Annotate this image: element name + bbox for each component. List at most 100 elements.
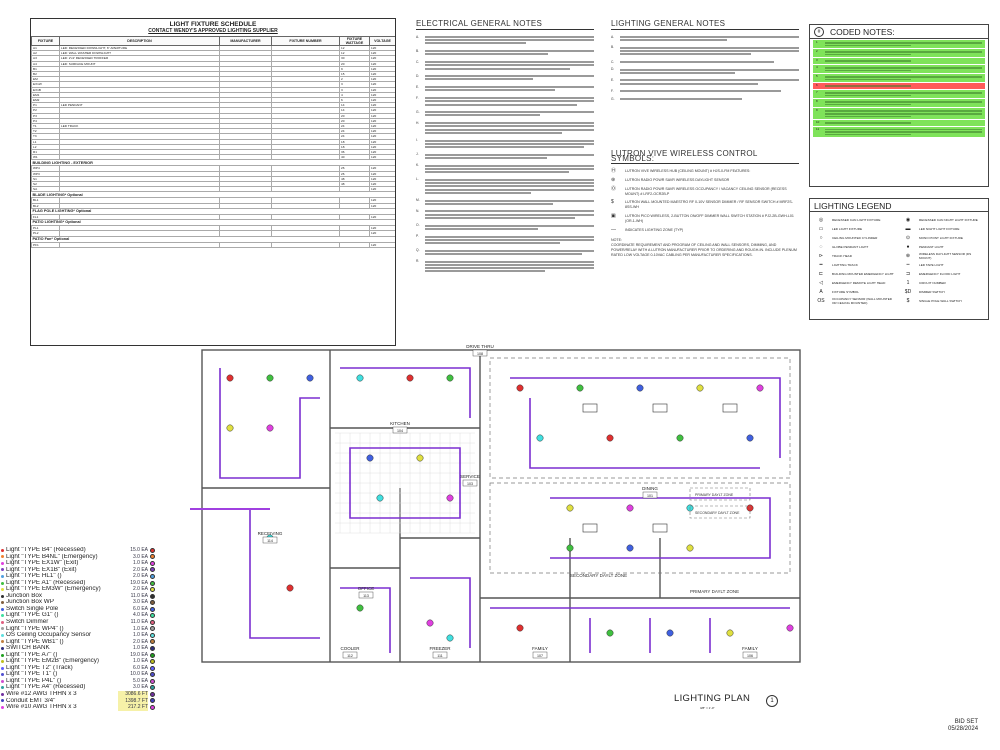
fixture-marker[interactable] [376,494,384,502]
fixture-marker[interactable] [606,629,614,637]
fixture-marker[interactable] [406,374,414,382]
fixture-marker[interactable] [626,504,634,512]
fixture-marker[interactable] [366,454,374,462]
room-label: FAMILY [742,646,758,651]
fixture-marker[interactable] [756,384,764,392]
fixture-marker[interactable] [666,629,674,637]
lutron-symbol-row: —INDICATES LIGHTING ZONE (TYP) [611,226,684,233]
fixture-marker[interactable] [356,604,364,612]
takeoff-item[interactable]: Light "TYPE EX1W" (Exit)1.0 EA [0,560,155,567]
fixture-marker[interactable] [606,434,614,442]
lutron-title: LUTRON VIVE WIRELESS CONTROL SYMBOLS: [611,149,799,165]
takeoff-item[interactable]: Light "TYPE G1" ()4.0 EA [0,612,155,619]
fixture-marker[interactable] [266,374,274,382]
fixture-marker[interactable] [636,384,644,392]
legend-symbol-icon: ◎ [818,216,824,223]
fixture-marker[interactable] [266,424,274,432]
takeoff-item[interactable]: Light "TYPE A1" (Recessed)19.0 EA [0,580,155,587]
note-item: O. [416,223,594,231]
note-item: A. [416,35,594,46]
takeoff-color-swatch [150,678,155,684]
fixture-marker[interactable] [416,454,424,462]
primary-zone-label: PRIMARY DAYLT ZONE [690,589,739,594]
coded-note-item: 3 [813,58,985,64]
schedule-header-5: VOLTAGE [369,36,395,46]
coded-note-item: 7 [813,89,985,99]
fixture-marker[interactable] [676,434,684,442]
fixture-marker[interactable] [516,384,524,392]
takeoff-item[interactable]: Light "TYPE EM2B" (Emergency)1.0 EA [0,658,155,665]
schedule-header-3: FIXTURE NUMBER [271,36,340,46]
fixture-marker[interactable] [566,544,574,552]
takeoff-color-swatch [150,698,155,704]
takeoff-item[interactable]: Light "TYPE A4" (Recessed)3.0 EA [0,684,155,691]
schedule-header-2: MANUFACTURER [219,36,272,46]
fixture-marker[interactable] [356,374,364,382]
fixture-marker[interactable] [566,504,574,512]
takeoff-item[interactable]: Light "TYPE B4" (Recessed)15.0 EA [0,547,155,554]
takeoff-item[interactable]: Light "TYPE B4NL" (Emergency)3.0 EA [0,554,155,561]
schedule-title: LIGHT FIXTURE SCHEDULE [169,21,257,28]
lutron-symbol-row: ▣LUTRON PICO WIRELESS, 2-BUTTON ON/OFF D… [611,212,794,223]
takeoff-bullet-icon [1,614,4,618]
fixture-marker[interactable] [426,619,434,627]
fixture-marker[interactable] [446,494,454,502]
fixture-marker[interactable] [516,624,524,632]
legend-title: LIGHTING LEGEND [810,199,988,212]
lutron-symbol-icon: Ⓗ [611,168,617,175]
fixture-marker[interactable] [726,629,734,637]
legend-symbol-icon: ○ [819,234,823,241]
lighting-plan-drawing[interactable]: DRIVE THRU108KITCHEN104SERVICE103RECEIVI… [190,338,810,693]
legend-item: ⊛WIRELESS DAYLIGHT SENSOR (DS MOUNT) [901,251,984,260]
legend-item: $SINGLE POLE WALL SWITCH [901,296,984,305]
fixture-marker[interactable] [686,544,694,552]
fixture-marker[interactable] [306,374,314,382]
takeoff-item[interactable]: Light "TYPE EM3W" (Emergency)2.0 EA [0,586,155,593]
fixture-marker[interactable] [786,624,794,632]
takeoff-item[interactable]: Light "TYPE WB1" ()2.0 EA [0,639,155,646]
takeoff-item[interactable]: Light "TYPE T1" ()10.0 EA [0,671,155,678]
fixture-marker[interactable] [746,434,754,442]
takeoff-color-swatch [150,691,155,697]
note-item: Q. [416,248,594,256]
fixture-marker[interactable] [446,634,454,642]
coded-notes-title: CODED NOTES: [830,26,895,37]
takeoff-item[interactable]: Light "TYPE P4L" ()5.0 EA [0,678,155,685]
takeoff-item[interactable]: Light "TYPE T2" (Track)6.0 EA [0,665,155,672]
fixture-marker[interactable] [696,384,704,392]
note-item: F. [416,96,594,107]
legend-symbol-icon: A [819,288,823,295]
takeoff-item[interactable]: Light "TYPE EX1B" (Exit)2.0 EA [0,567,155,574]
takeoff-item[interactable]: Light "TYPE A7" ()19.0 EA [0,652,155,659]
lutron-symbol-icon: — [611,226,616,233]
takeoff-bullet-icon [1,673,4,677]
takeoff-color-swatch [150,573,155,579]
fixture-marker[interactable] [576,384,584,392]
fixture-marker[interactable] [226,424,234,432]
note-item: N. [416,209,594,220]
fixture-marker[interactable] [626,544,634,552]
takeoff-bullet-icon [1,627,4,631]
fixture-marker[interactable] [446,374,454,382]
fixture-marker[interactable] [226,374,234,382]
takeoff-item[interactable]: Light "TYPE HL1" ()2.0 EA [0,573,155,580]
fixture-marker[interactable] [286,584,294,592]
takeoff-bullet-icon [1,705,4,709]
schedule-header-1: DESCRIPTION [59,36,220,46]
takeoff-item[interactable]: Light "TYPE WP4" ()1.0 EA [0,626,155,633]
takeoff-color-swatch [150,600,155,606]
takeoff-item[interactable]: Conduit EMT 3/4"1398.7 FT [0,697,155,705]
fixture-marker[interactable] [536,434,544,442]
